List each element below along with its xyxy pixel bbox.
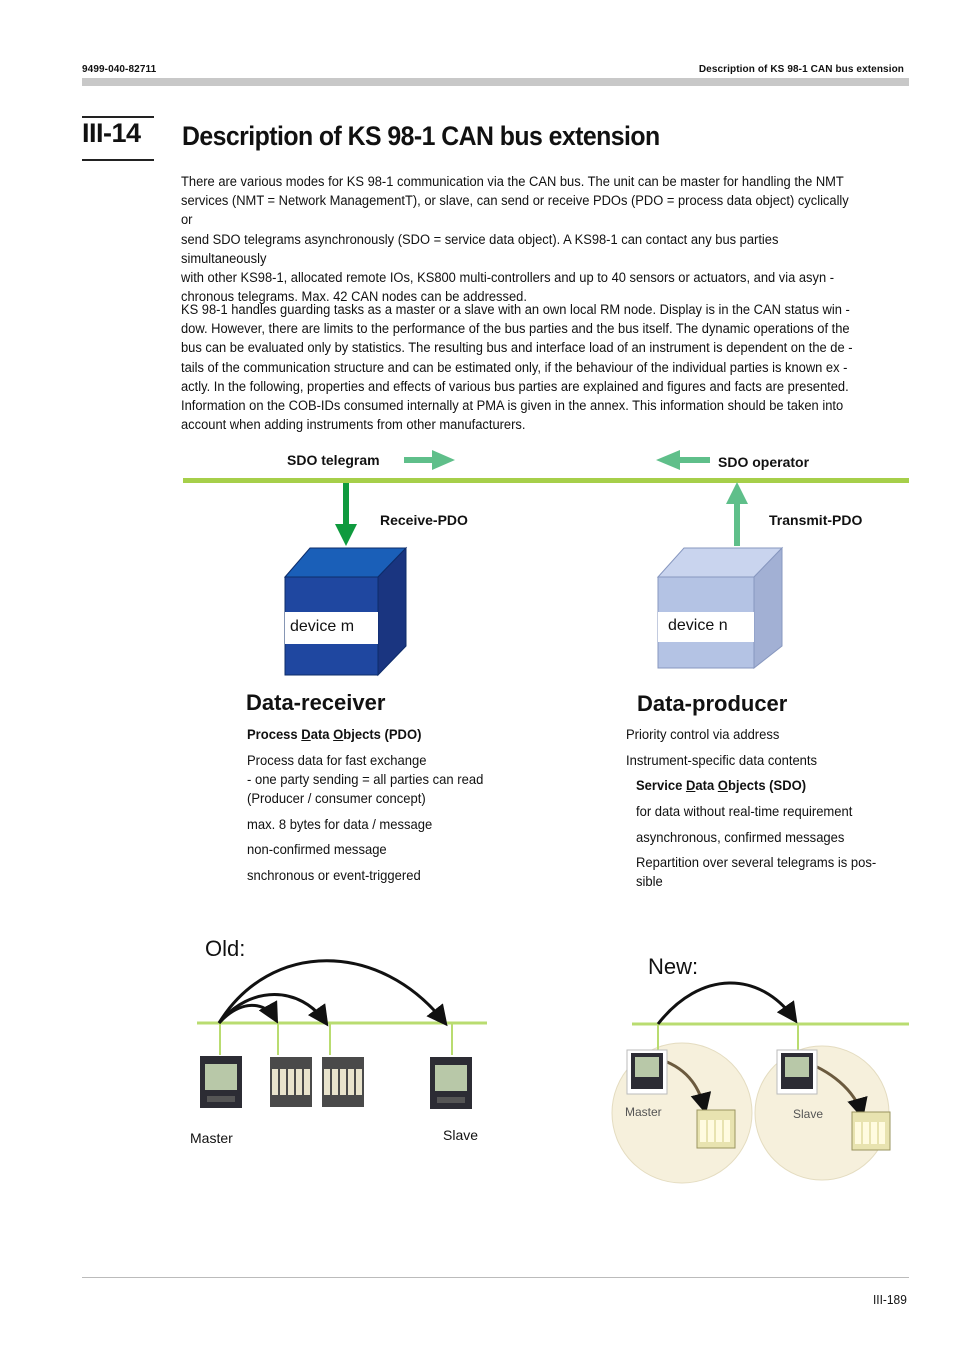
section-rule-top xyxy=(82,116,154,118)
transmit-pdo-arrow xyxy=(726,482,748,546)
sdo-operator-arrow xyxy=(656,450,710,470)
guarding-paragraph: KS 98-1 handles guarding tasks as a mast… xyxy=(181,302,853,434)
section-rule-bottom xyxy=(82,159,154,161)
new-label: New: xyxy=(648,954,699,979)
running-title: Description of KS 98-1 CAN bus extension xyxy=(698,64,904,75)
device-n-label: device n xyxy=(668,617,728,634)
receiver-item: snchronous or event-triggered xyxy=(247,867,421,883)
receive-pdo-arrow xyxy=(335,483,357,546)
old-io-module-2 xyxy=(322,1057,364,1107)
old-slave-label: Slave xyxy=(443,1127,479,1143)
producer-item: asynchronous, confirmed messages xyxy=(636,829,845,845)
new-slave-controller xyxy=(776,1049,818,1095)
sdo-operator-label: SDO operator xyxy=(718,454,810,470)
data-producer-heading: Data-producer xyxy=(637,691,788,716)
new-master-label: Master xyxy=(625,1105,662,1119)
old-arrow-to-io1 xyxy=(217,1000,279,1025)
old-io-module-1 xyxy=(270,1057,312,1107)
old-master-label: Master xyxy=(190,1130,233,1146)
old-new-topology-diagram xyxy=(197,959,909,1184)
producer-item: Priority control via address xyxy=(626,726,780,742)
old-arrow-to-slave xyxy=(217,959,448,1027)
can-bus-line xyxy=(183,478,909,483)
header-bar xyxy=(82,78,909,86)
sdo-telegram-arrow xyxy=(404,450,455,470)
receiver-item: Process data for fast exchange - one par… xyxy=(247,752,484,806)
device-m-cube xyxy=(283,546,408,677)
old-label: Old: xyxy=(205,936,246,961)
document-number: 9499-040-82711 xyxy=(82,64,157,75)
receive-pdo-label: Receive-PDO xyxy=(380,512,468,528)
page-number: III-189 xyxy=(873,1292,907,1307)
new-arrow-master-to-io xyxy=(661,1058,712,1115)
old-slave-controller xyxy=(430,1057,472,1109)
new-master-io xyxy=(696,1109,736,1149)
new-slave-io xyxy=(851,1111,891,1151)
footer-rule xyxy=(82,1277,909,1278)
section-title: Description of KS 98-1 CAN bus extension xyxy=(182,121,660,151)
producer-item: Instrument-specific data contents xyxy=(626,752,818,768)
section-number: III-14 xyxy=(82,118,141,148)
device-m-label: device m xyxy=(290,618,355,635)
transmit-pdo-label: Transmit-PDO xyxy=(769,512,863,528)
producer-item: for data without real-time requirement xyxy=(636,803,853,819)
intro-paragraph: There are various modes for KS 98-1 comm… xyxy=(181,174,849,306)
receiver-item: non-confirmed message xyxy=(247,841,387,857)
new-master-controller xyxy=(626,1049,668,1095)
new-arrow-master-to-slave xyxy=(656,981,798,1025)
new-slave-label: Slave xyxy=(793,1107,824,1121)
old-master-controller xyxy=(200,1056,242,1108)
sdo-telegram-label: SDO telegram xyxy=(287,452,380,468)
device-n-cube xyxy=(656,546,784,670)
data-receiver-heading: Data-receiver xyxy=(246,690,386,715)
receiver-item: max. 8 bytes for data / message xyxy=(247,816,433,832)
pdo-sdo-diagram xyxy=(183,450,909,677)
producer-item: Repartition over several telegrams is po… xyxy=(636,854,877,889)
sdo-title: Service Data Objects (SDO) xyxy=(636,777,807,793)
pdo-title: Process Data Objects (PDO) xyxy=(247,726,422,742)
